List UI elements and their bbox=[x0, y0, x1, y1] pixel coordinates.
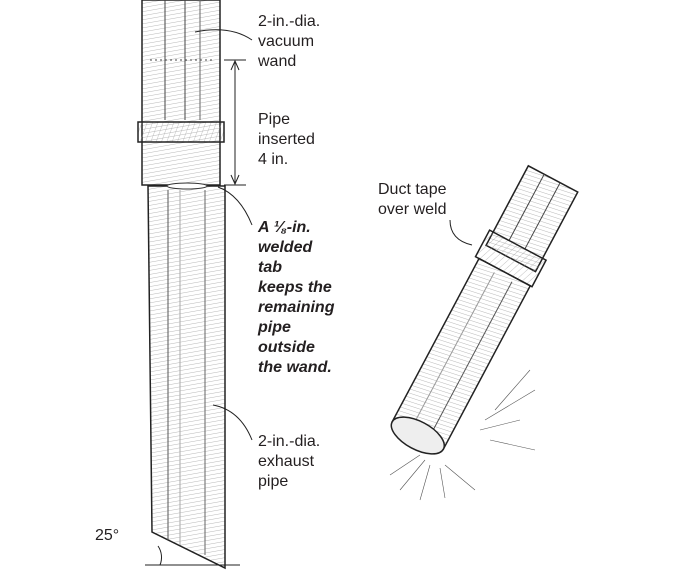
leader-lines bbox=[194, 29, 473, 441]
label-line: pipe bbox=[258, 473, 289, 490]
label-line: wand bbox=[258, 53, 297, 70]
label-line: tab bbox=[258, 259, 282, 276]
exhaust-pipe bbox=[147, 182, 226, 570]
label-line: pipe bbox=[258, 319, 291, 336]
label-line: 4 in. bbox=[258, 151, 289, 168]
label-line: 2-in.-dia. bbox=[258, 433, 321, 450]
label-line: Duct tape bbox=[378, 181, 447, 198]
label-line: welded bbox=[258, 239, 313, 256]
angled-pipe bbox=[390, 164, 579, 455]
label-line: inserted bbox=[258, 131, 315, 148]
label-line: exhaust bbox=[258, 453, 315, 470]
vacuum-wand bbox=[141, 0, 221, 186]
label-line: outside bbox=[258, 339, 315, 356]
duct-tape-label: Duct tape over weld bbox=[378, 180, 446, 220]
dimension-arrow bbox=[224, 59, 246, 186]
label-line: over weld bbox=[378, 201, 447, 218]
label-line: keeps the bbox=[258, 279, 332, 296]
pipe-inserted-label: Pipe inserted 4 in. bbox=[258, 110, 315, 170]
label-line: vacuum bbox=[258, 33, 315, 50]
angle-marker bbox=[145, 545, 240, 566]
vacuum-wand-label: 2-in.-dia. vacuum wand bbox=[258, 12, 320, 72]
label-line: 2-in.-dia. bbox=[258, 13, 321, 30]
exhaust-pipe-label: 2-in.-dia. exhaust pipe bbox=[258, 432, 320, 492]
dust-debris bbox=[389, 369, 536, 501]
tape-band bbox=[137, 121, 225, 143]
label-line: remaining bbox=[258, 299, 335, 316]
label-line: the wand. bbox=[258, 359, 332, 376]
welded-tab-label: A ⅛-in. welded tab keeps the remaining p… bbox=[258, 218, 334, 378]
angle-label: 25° bbox=[95, 527, 120, 544]
label-line: Pipe bbox=[258, 111, 291, 128]
label-line: A ⅛-in. bbox=[258, 219, 311, 236]
